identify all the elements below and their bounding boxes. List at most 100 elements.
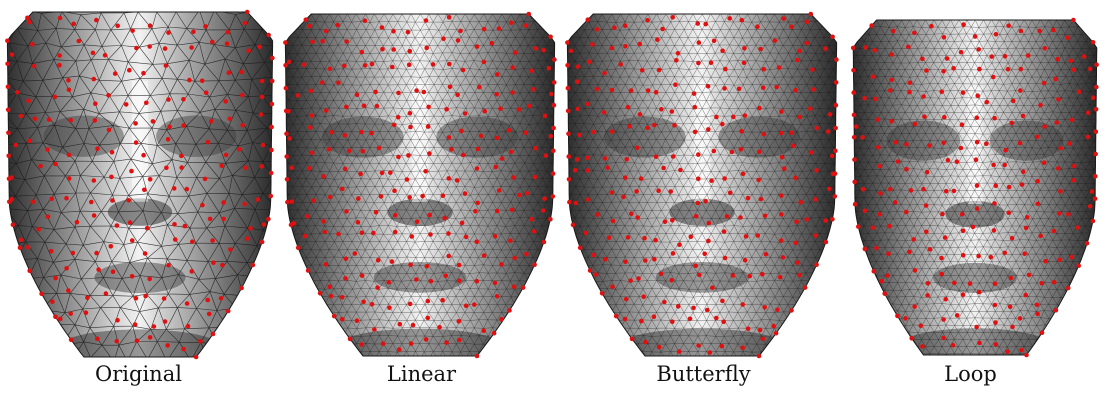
landmark-marker	[38, 164, 43, 169]
landmark-marker	[1055, 57, 1060, 62]
landmark-marker	[714, 316, 719, 321]
landmark-marker	[1085, 241, 1090, 246]
landmark-marker	[814, 233, 819, 238]
landmark-marker	[975, 140, 980, 145]
landmark-marker	[11, 223, 16, 228]
landmark-marker	[472, 302, 477, 307]
landmark-marker	[695, 21, 700, 26]
landmark-marker	[928, 247, 933, 252]
landmark-marker	[269, 148, 274, 153]
landmark-marker	[446, 254, 451, 259]
landmark-marker	[621, 195, 626, 200]
landmark-marker	[1058, 146, 1063, 151]
landmark-marker	[549, 92, 554, 97]
landmark-marker	[1039, 281, 1044, 286]
landmark-marker	[284, 154, 289, 159]
landmark-marker	[723, 67, 728, 72]
landmark-marker	[804, 217, 809, 222]
landmark-marker	[377, 146, 382, 151]
landmark-marker	[781, 255, 786, 260]
landmark-marker	[1027, 273, 1032, 278]
landmark-marker	[809, 12, 814, 17]
landmark-marker	[638, 112, 643, 117]
landmark-marker	[1011, 99, 1016, 104]
landmark-marker	[798, 200, 803, 205]
landmark-marker	[626, 235, 631, 240]
landmark-marker	[361, 149, 366, 154]
landmark-marker	[173, 237, 178, 242]
landmark-marker	[393, 213, 398, 218]
landmark-marker	[442, 216, 447, 221]
landmark-marker	[643, 340, 648, 345]
landmark-marker	[245, 10, 250, 15]
landmark-marker	[585, 156, 590, 161]
landmark-marker	[130, 238, 135, 243]
landmark-marker	[495, 136, 500, 141]
landmark-marker	[381, 341, 386, 346]
caption-loop: Loop	[832, 362, 1109, 386]
landmark-marker	[390, 65, 395, 70]
landmark-marker	[309, 113, 314, 118]
landmark-marker	[482, 109, 487, 114]
landmark-marker	[720, 49, 725, 54]
landmark-marker	[703, 22, 708, 27]
landmark-marker	[396, 155, 401, 160]
landmark-marker	[260, 240, 265, 245]
landmark-marker	[672, 123, 677, 128]
landmark-marker	[942, 35, 947, 40]
landmark-marker	[287, 60, 292, 65]
landmark-marker	[541, 48, 546, 53]
landmark-marker	[58, 317, 63, 322]
landmark-marker	[629, 211, 634, 216]
landmark-marker	[482, 253, 487, 258]
landmark-marker	[355, 93, 360, 98]
landmark-marker	[861, 187, 866, 192]
landmark-marker	[925, 170, 930, 175]
landmark-marker	[942, 115, 947, 120]
landmark-marker	[646, 88, 651, 93]
landmark-marker	[657, 68, 662, 73]
landmark-marker	[336, 80, 341, 85]
landmark-marker	[447, 135, 452, 140]
landmark-marker	[1002, 251, 1007, 256]
landmark-marker	[712, 149, 717, 154]
landmark-marker	[27, 269, 32, 274]
landmark-marker	[104, 291, 109, 296]
landmark-marker	[941, 336, 946, 341]
landmark-marker	[757, 354, 762, 359]
landmark-marker	[634, 189, 639, 194]
landmark-marker	[889, 78, 894, 83]
landmark-marker	[96, 267, 101, 272]
landmark-marker	[190, 269, 195, 274]
landmark-marker	[457, 338, 462, 343]
landmark-marker	[993, 281, 998, 286]
landmark-marker	[492, 331, 497, 336]
landmark-marker	[328, 67, 333, 72]
landmark-marker	[671, 251, 676, 256]
landmark-marker	[851, 46, 856, 51]
landmark-marker	[624, 297, 629, 302]
landmark-marker	[190, 239, 195, 244]
landmark-marker	[1025, 215, 1030, 220]
landmark-marker	[1057, 258, 1062, 263]
landmark-marker	[1018, 141, 1023, 146]
landmark-marker	[1007, 185, 1012, 190]
landmark-marker	[551, 126, 556, 131]
landmark-marker	[209, 119, 214, 124]
landmark-marker	[27, 20, 32, 25]
landmark-marker	[133, 121, 138, 126]
landmark-marker	[795, 58, 800, 63]
landmark-marker	[475, 44, 480, 49]
landmark-marker	[455, 93, 460, 98]
landmark-marker	[49, 197, 54, 202]
landmark-marker	[296, 93, 301, 98]
landmark-marker	[824, 218, 829, 223]
landmark-marker	[874, 246, 879, 251]
landmark-marker	[220, 263, 225, 268]
landmark-marker	[246, 48, 251, 53]
landmark-marker	[353, 251, 358, 256]
landmark-marker	[320, 39, 325, 44]
landmark-marker	[14, 143, 19, 148]
landmark-marker	[130, 28, 135, 33]
landmark-marker	[461, 153, 466, 158]
